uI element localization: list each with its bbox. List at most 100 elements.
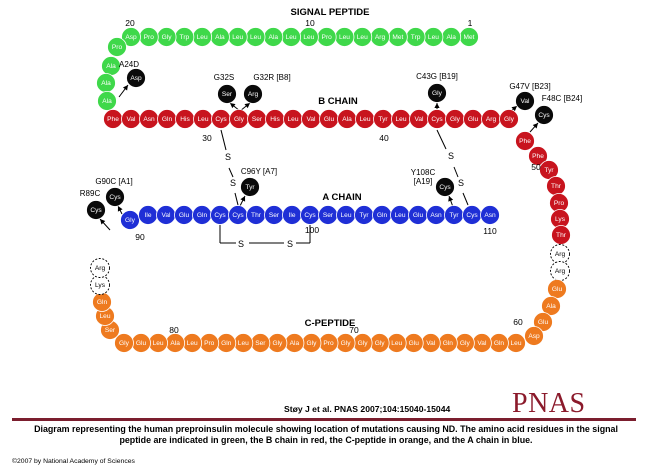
residue-label: Ala	[170, 340, 180, 347]
residue-label: Ile	[289, 212, 296, 219]
disulfide-bond	[220, 129, 227, 151]
mutant-residue	[515, 91, 535, 111]
residue-label: Pro	[204, 340, 215, 347]
residue-label: Leu	[250, 34, 261, 41]
residue-label: Gln	[197, 212, 208, 219]
residue-label: Glu	[552, 286, 563, 293]
residue-label: Ala	[102, 98, 112, 105]
residue-label: Tyr	[245, 184, 255, 191]
residue-label: Leu	[99, 313, 110, 320]
section-title-a-chain: A CHAIN	[322, 192, 361, 203]
residue-label: Leu	[153, 340, 164, 347]
residue-label: Ser	[269, 212, 280, 219]
residue-label: Ser	[252, 116, 263, 123]
arrow-head	[117, 206, 123, 212]
mutant-residue	[86, 200, 106, 220]
residue-label: Ala	[290, 340, 300, 347]
residue-label: Thr	[251, 212, 262, 219]
arrow-head	[511, 106, 517, 112]
a-chain-residue	[480, 205, 500, 225]
residue-label: Tyr	[544, 167, 554, 174]
mutant-residue	[240, 177, 260, 197]
arrow-head	[448, 196, 454, 202]
arrow-head	[434, 103, 440, 108]
residue-label: Cys	[215, 116, 227, 123]
residue-label: Ala	[546, 303, 556, 310]
sulfur-label: S	[287, 239, 293, 249]
position-number: 70	[349, 325, 359, 335]
b-chain-residue	[515, 131, 535, 151]
residue-label: Leu	[197, 116, 208, 123]
residue-label: Gln	[443, 340, 454, 347]
residue-label: Arg	[375, 34, 386, 41]
signal-peptide-residue	[97, 91, 117, 111]
mutation-label: C96Y [A7]	[241, 167, 277, 176]
residue-label: Gln	[97, 299, 108, 306]
residue-label: Leu	[339, 34, 350, 41]
residue-label: Tyr	[378, 116, 388, 123]
mutant-residue	[243, 84, 263, 104]
pnas-logo: PNAS	[512, 388, 586, 419]
residue-label: Asn	[430, 212, 442, 219]
cleaved-residue	[90, 258, 110, 278]
residue-label: Glu	[324, 116, 335, 123]
section-title-c-peptide: C-PEPTIDE	[305, 318, 356, 329]
residue-label: Cys	[109, 194, 121, 201]
residue-label: Arg	[95, 265, 106, 272]
arrow-head	[240, 196, 246, 202]
residue-label: Pro	[112, 44, 123, 51]
mutation-label: R89C	[80, 189, 101, 198]
mutation-label: C43G [B19]	[416, 72, 458, 81]
residue-label: Ala	[101, 80, 111, 87]
residue-beads: MetAlaLeuTrpMetArgLeuLeuProLeuLeuAlaLeuL…	[86, 27, 571, 353]
residue-label: Lys	[95, 282, 106, 289]
residue-label: Trp	[180, 34, 190, 41]
residue-label: Ser	[323, 212, 334, 219]
copyright-notice: ©2007 by National Academy of Sciences	[12, 458, 135, 465]
mutation-label: G32S	[214, 73, 234, 82]
mutation-label: G90C [A1]	[95, 177, 132, 186]
residue-label: Arg	[555, 268, 566, 275]
residue-label: Glu	[179, 212, 190, 219]
section-title-b-chain: B CHAIN	[318, 96, 358, 107]
residue-label: Thr	[556, 232, 567, 239]
residue-label: Gly	[341, 340, 352, 347]
residue-label: Val	[426, 340, 436, 347]
residue-label: Ala	[215, 34, 225, 41]
residue-label: Arg	[486, 116, 497, 123]
residue-label: Gly	[358, 340, 369, 347]
sulfur-label: S	[230, 178, 236, 188]
mutant-residue	[126, 68, 146, 88]
residue-label: Gln	[377, 212, 388, 219]
residue-label: Gly	[432, 90, 443, 97]
residue-label: Leu	[391, 340, 402, 347]
arrow-head	[230, 103, 236, 109]
arrow-head	[532, 123, 538, 129]
residue-label: Gln	[162, 116, 173, 123]
section-title-signal-peptide: SIGNAL PEPTIDE	[290, 7, 369, 18]
residue-label: Leu	[359, 116, 370, 123]
residue-label: Val	[126, 116, 136, 123]
residue-label: Gln	[221, 340, 232, 347]
residue-label: Pro	[554, 200, 565, 207]
residue-label: Ala	[446, 34, 456, 41]
c-peptide-residue	[524, 326, 544, 346]
residue-label: Gly	[234, 116, 245, 123]
residue-label: Met	[392, 34, 403, 41]
residue-label: Leu	[287, 116, 298, 123]
residue-label: Gly	[504, 116, 515, 123]
residue-label: Glu	[538, 319, 549, 326]
residue-label: Cys	[90, 207, 102, 214]
residue-label: Leu	[197, 34, 208, 41]
residue-label: Arg	[555, 251, 566, 258]
mutation-label: G47V [B23]	[509, 82, 550, 91]
residue-label: Arg	[248, 91, 259, 98]
residue-label: Asp	[130, 75, 142, 82]
residue-label: Gly	[119, 340, 130, 347]
residue-label: Leu	[428, 34, 439, 41]
residue-label: Cys	[304, 212, 316, 219]
residue-label: Leu	[238, 340, 249, 347]
sulfur-label: S	[448, 151, 454, 161]
position-number: 80	[169, 325, 179, 335]
